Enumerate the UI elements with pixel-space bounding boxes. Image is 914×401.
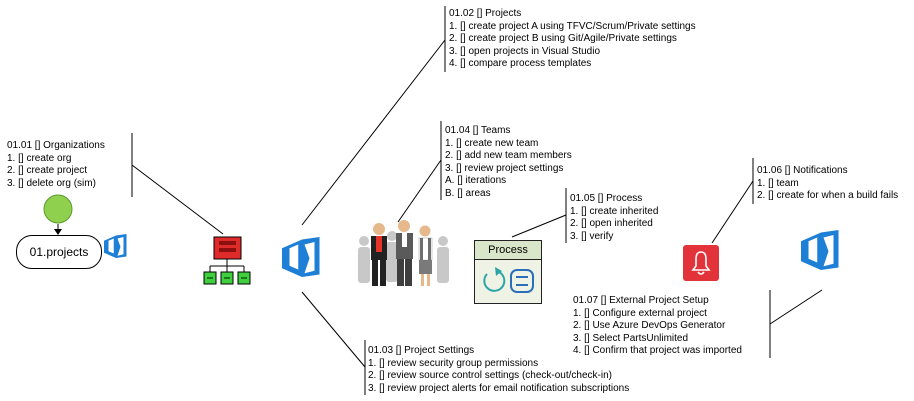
note-item: 2. [] create for when a build fails bbox=[757, 190, 899, 201]
note-item: 2. [] review source control settings (ch… bbox=[368, 370, 612, 381]
note-title: 01.03 [] Project Settings bbox=[368, 345, 475, 356]
start-circle bbox=[43, 194, 73, 224]
note-item: 3. [] open projects in Visual Studio bbox=[449, 45, 601, 57]
start-node: 01.projects bbox=[16, 235, 102, 269]
people-icon bbox=[358, 220, 449, 286]
note-item: 1. [] create inherited bbox=[570, 205, 659, 217]
note-item: B. [] areas bbox=[445, 187, 491, 199]
note-title: 01.05 [] Process bbox=[570, 193, 643, 204]
arrow-head bbox=[54, 229, 62, 235]
note-item: 4. [] compare process templates bbox=[449, 58, 592, 69]
note-title: 01.04 [] Teams bbox=[445, 125, 511, 136]
note-item: 2. [] create project bbox=[7, 165, 88, 176]
process-cycle-icon bbox=[483, 267, 534, 293]
note-project-settings: 01.03 [] Project Settings 1. [] review s… bbox=[368, 345, 629, 395]
azure-devops-icon bbox=[801, 230, 839, 270]
note-title: 01.06 [] Notifications bbox=[757, 165, 848, 176]
start-node-label: 01.projects bbox=[29, 245, 89, 259]
note-item: 3. [] review project alerts for email no… bbox=[368, 382, 630, 394]
bell-icon bbox=[683, 245, 719, 281]
note-item: 4. [] Confirm that project was imported bbox=[573, 345, 742, 356]
note-item: 3. [] verify bbox=[570, 230, 614, 242]
note-organizations: 01.01 [] Organizations 1. [] create org … bbox=[7, 140, 105, 190]
org-chart-icon bbox=[203, 236, 251, 285]
note-item: 2. [] open inherited bbox=[570, 218, 653, 229]
note-item: 1. [] create new team bbox=[445, 137, 539, 149]
process-icon: Process bbox=[474, 240, 542, 304]
note-notifications: 01.06 [] Notifications 1. [] team 2. [] … bbox=[757, 165, 898, 203]
note-title: 01.02 [] Projects bbox=[449, 8, 522, 19]
note-item: 1. [] review security group permissions bbox=[368, 357, 539, 369]
note-process: 01.05 [] Process 1. [] create inherited … bbox=[570, 193, 658, 243]
note-item: 2. [] create project B using Git/Agile/P… bbox=[449, 33, 677, 44]
connector-lines bbox=[57, 6, 823, 395]
note-item: 1. [] create org bbox=[7, 152, 72, 164]
note-title: 01.07 [] External Project Setup bbox=[573, 295, 709, 306]
note-item: A. [] iterations bbox=[445, 175, 507, 186]
note-item: 1. [] create project A using TFVC/Scrum/… bbox=[449, 20, 696, 32]
note-item: 2. [] add new team members bbox=[445, 150, 572, 161]
note-external-setup: 01.07 [] External Project Setup 1. [] Co… bbox=[573, 295, 742, 358]
note-title: 01.01 [] Organizations bbox=[7, 140, 105, 151]
process-icon-label: Process bbox=[475, 241, 541, 260]
note-item: 1. [] team bbox=[757, 177, 799, 189]
note-item: 3. [] delete org (sim) bbox=[7, 177, 96, 189]
note-item: 3. [] Select PartsUnlimited bbox=[573, 332, 689, 344]
note-item: 2. [] Use Azure DevOps Generator bbox=[573, 320, 726, 331]
azure-devops-icon bbox=[104, 234, 127, 258]
note-teams: 01.04 [] Teams 1. [] create new team 2. … bbox=[445, 125, 572, 200]
note-item: 3. [] review project settings bbox=[445, 162, 564, 174]
azure-devops-icon bbox=[282, 237, 320, 277]
note-projects: 01.02 [] Projects 1. [] create project A… bbox=[449, 8, 696, 71]
note-item: 1. [] Configure external project bbox=[573, 307, 707, 319]
